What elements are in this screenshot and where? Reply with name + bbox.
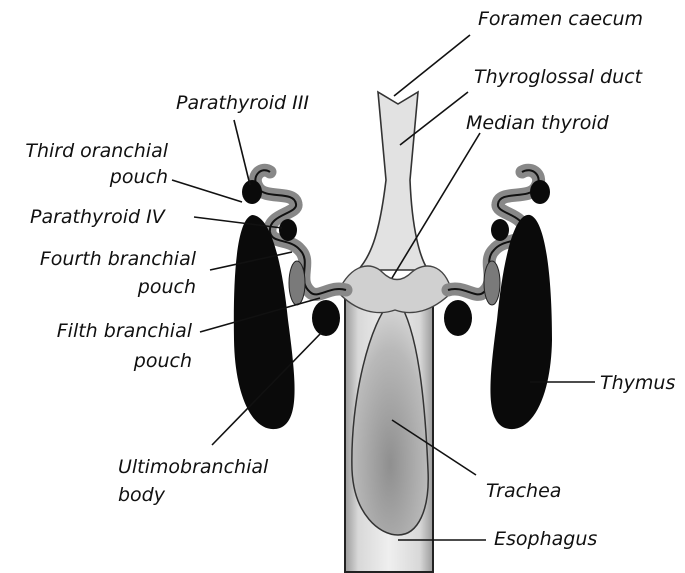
right-parathyroid-iv bbox=[491, 219, 509, 241]
left-ultimobranchial-body bbox=[312, 300, 340, 336]
label-fifth-branchial-pouch-line2: pouch bbox=[6, 350, 192, 372]
label-ultimobranchial-body-line2: body bbox=[118, 484, 165, 506]
right-parathyroid-iii bbox=[530, 180, 550, 204]
right-ultimobranchial-body bbox=[444, 300, 472, 336]
label-fifth-branchial-pouch-line1: Filth branchial bbox=[6, 320, 192, 342]
label-foramen-caecum: Foramen caecum bbox=[478, 8, 643, 30]
left-fourth-pouch-bud bbox=[289, 261, 305, 305]
left-parathyroid-iii bbox=[242, 180, 262, 204]
label-median-thyroid: Median thyroid bbox=[466, 112, 609, 134]
label-trachea: Trachea bbox=[486, 480, 561, 502]
label-fourth-branchial-pouch-line2: pouch bbox=[6, 276, 196, 298]
right-fourth-pouch-bud bbox=[484, 261, 500, 305]
label-fourth-branchial-pouch-line1: Fourth branchial bbox=[6, 248, 196, 270]
label-thyroglossal-duct: Thyroglossal duct bbox=[474, 66, 642, 88]
label-ultimobranchial-body-line1: Ultimobranchial bbox=[118, 456, 268, 478]
label-parathyroid-iii: Parathyroid III bbox=[176, 92, 309, 114]
label-parathyroid-iv: Parathyroid IV bbox=[30, 206, 165, 228]
label-esophagus: Esophagus bbox=[494, 528, 597, 550]
label-third-branchial-pouch-line1: Third oranchial bbox=[6, 140, 168, 162]
thyroglossal-duct-stalk bbox=[358, 92, 428, 270]
left-parathyroid-iv bbox=[279, 219, 297, 241]
label-third-branchial-pouch-line2: pouch bbox=[6, 166, 168, 188]
label-thymus: Thymus bbox=[600, 372, 675, 394]
